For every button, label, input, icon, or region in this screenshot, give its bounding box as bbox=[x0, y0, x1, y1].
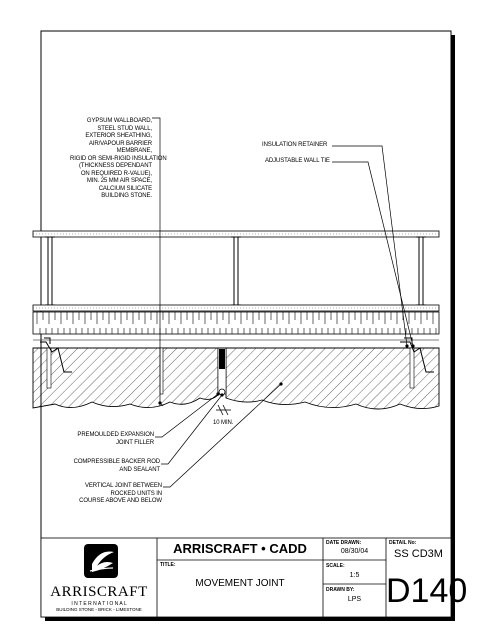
wall-assembly-line: (THICKNESS DEPENDANT bbox=[78, 163, 152, 169]
logo-tagline: BUILDING STONE - BRICK - LIMESTONE bbox=[56, 607, 142, 612]
callout-vertical-joint: VERTICAL JOINT BETWEEN ROCKED UNITS IN C… bbox=[79, 483, 162, 504]
leader-lines bbox=[152, 117, 414, 488]
arriscraft-logo-mark bbox=[84, 544, 118, 578]
dimension-marks bbox=[216, 404, 231, 416]
wall-assembly-line: MEMBRANE, bbox=[116, 148, 153, 154]
detail-number: D140 bbox=[386, 572, 468, 610]
wall-assembly-line: EXTERIOR SHEATHING, bbox=[85, 133, 152, 139]
scale-value: 1:5 bbox=[349, 572, 360, 579]
scale-label: SCALE: bbox=[326, 563, 345, 569]
drawing-title: MOVEMENT JOINT bbox=[195, 578, 285, 589]
steel-studs bbox=[45, 236, 426, 306]
callout-backer-rod: COMPRESSIBLE BACKER ROD AND SEALANT bbox=[73, 459, 160, 473]
callout-joint-filler: PREMOULDED EXPANSION JOINT FILLER bbox=[77, 432, 154, 446]
leader-arrows bbox=[158, 344, 415, 405]
exterior-sheathing bbox=[32, 304, 440, 312]
company-header: ARRISCRAFT • CADD bbox=[173, 541, 307, 556]
wall-assembly-line: BUILDING STONE. bbox=[101, 193, 152, 199]
callout-adjustable-wall-tie: ADJUSTABLE WALL TIE bbox=[265, 158, 330, 164]
wall-assembly-line: STEEL STUD WALL, bbox=[97, 125, 152, 132]
date-label: DATE DRAWN: bbox=[326, 540, 362, 546]
logo-subtitle: I N T E R N A T I O N A L bbox=[71, 601, 127, 607]
drawn-by-label: DRAWN BY: bbox=[326, 587, 355, 593]
detail-code: SS CD3M bbox=[394, 548, 443, 560]
date-value: 08/30/04 bbox=[340, 548, 369, 555]
wall-assembly-line: RIGID OR SEMI-RIGID INSULATION bbox=[70, 155, 167, 162]
calcium-silicate-stone bbox=[32, 347, 440, 410]
logo-name: ARRISCRAFT bbox=[50, 584, 148, 600]
wall-assembly-line: AIR/VAPOUR BARRIER bbox=[88, 140, 152, 147]
wall-assembly-line: ON REQUIRED R-VALUE), bbox=[80, 170, 152, 177]
gypsum-wallboard bbox=[32, 230, 440, 238]
wall-assembly-line: CALCIUM SILICATE bbox=[98, 185, 152, 192]
wall-assembly-line: GYPSUM WALLBOARD, bbox=[86, 118, 152, 124]
title-label: TITLE: bbox=[160, 562, 176, 568]
dimension-label: 10 MIN. bbox=[213, 420, 234, 426]
wall-assembly-line: MIN. 25 MM AIR SPACE, bbox=[86, 178, 152, 184]
callout-wall-assembly: GYPSUM WALLBOARD,STEEL STUD WALL,EXTERIO… bbox=[70, 118, 167, 201]
callout-insulation-retainer: INSULATION RETAINER bbox=[262, 142, 328, 148]
joint-filler-marks bbox=[46, 347, 415, 395]
drawn-by-value: LPS bbox=[347, 596, 362, 603]
detail-label: DETAIL No: bbox=[389, 540, 417, 546]
rigid-insulation bbox=[32, 311, 440, 335]
